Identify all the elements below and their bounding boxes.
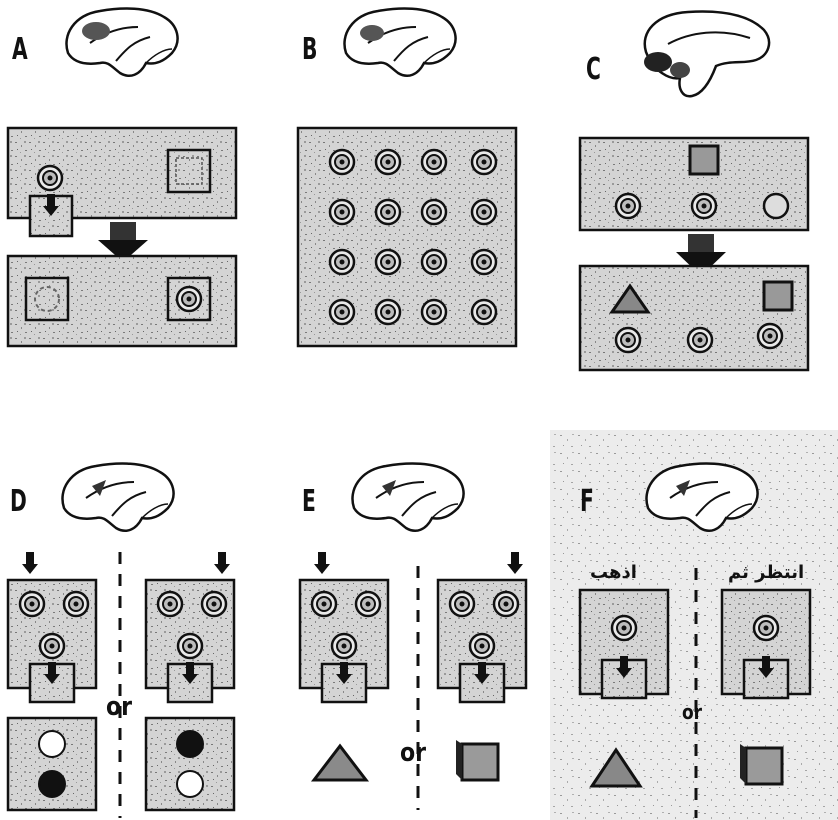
brain-icon <box>66 9 177 76</box>
black-disk <box>177 731 203 757</box>
or-label-f: or <box>682 700 702 724</box>
cue-arrow-right <box>214 552 230 574</box>
white-disk <box>39 731 65 757</box>
panel-label-f: F <box>580 484 594 519</box>
brain-icon <box>352 464 463 531</box>
go-label-f: اذهب <box>590 562 637 583</box>
sample-cube-c <box>690 146 718 174</box>
or-label-d: or <box>106 692 132 722</box>
cube-object-c <box>764 282 792 310</box>
panel-a <box>8 9 236 346</box>
cue-arrow-left <box>22 552 38 574</box>
center-well-a <box>38 166 62 190</box>
cube-object-e <box>462 744 498 780</box>
triangle-object-e <box>314 746 366 780</box>
white-disk <box>177 771 203 797</box>
brain-medial-icon <box>644 12 769 97</box>
wait-label-f: انتظر ثم <box>728 562 804 583</box>
panel-label-c: C <box>586 52 601 87</box>
panel-label-e: E <box>302 484 316 519</box>
panel-d <box>8 464 234 818</box>
panel-label-b: B <box>302 32 317 67</box>
brain-icon <box>62 464 173 531</box>
or-label-e: or <box>400 738 426 768</box>
cue-arrow-left <box>314 552 330 574</box>
panel-label-a: A <box>12 32 28 67</box>
sample-object-a <box>168 150 210 192</box>
cue-arrow-right <box>507 552 523 574</box>
panel-b <box>298 9 516 346</box>
cube-object-f <box>746 748 782 784</box>
black-disk <box>39 771 65 797</box>
panel-c <box>580 12 808 370</box>
brain-icon <box>344 9 455 76</box>
panel-label-d: D <box>10 484 27 519</box>
